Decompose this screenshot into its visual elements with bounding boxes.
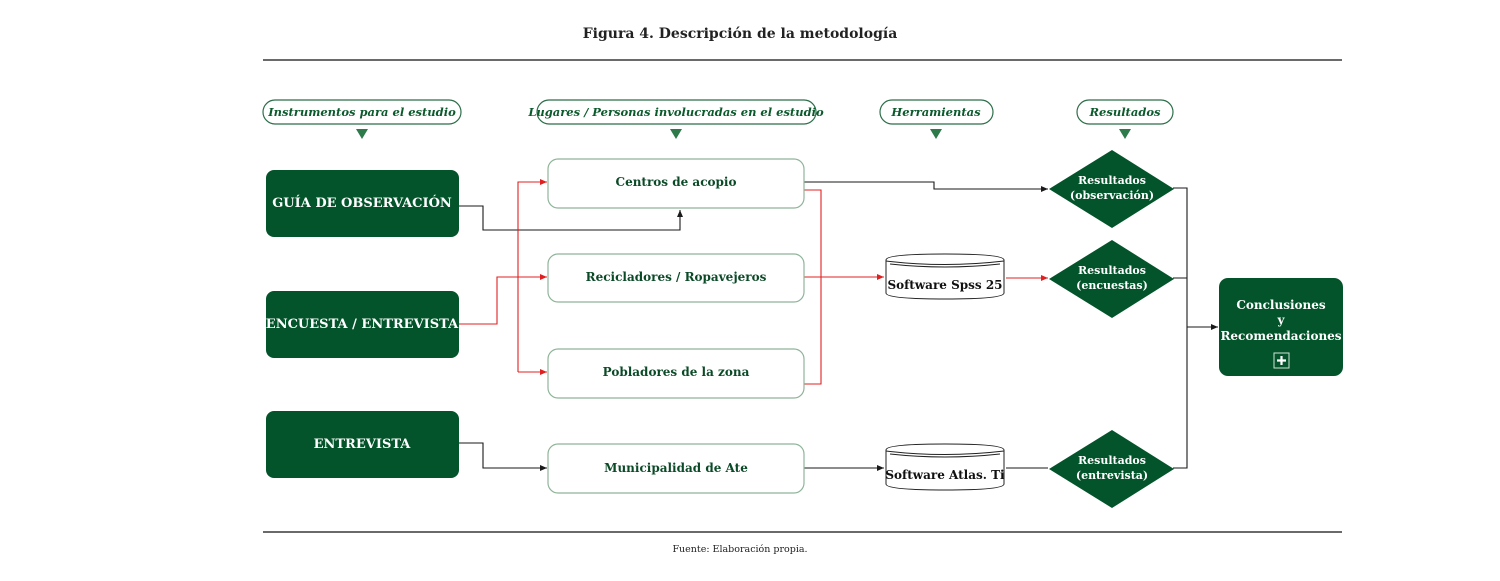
- result-enc-line2: (encuestas): [1076, 279, 1148, 292]
- result-entrevista[interactable]: Resultados (entrevista): [1049, 430, 1174, 508]
- connector-encuesta-recicladores: [459, 274, 547, 325]
- place-pobladores-label: Pobladores de la zona: [603, 365, 750, 379]
- instrument-entrevista[interactable]: ENTREVISTA: [266, 411, 459, 478]
- conclusion-box[interactable]: Conclusiones y Recomendaciones: [1219, 278, 1343, 376]
- down-triangle-icon: [1119, 129, 1131, 139]
- place-centros-acopio[interactable]: Centros de acopio: [547, 158, 805, 209]
- instrument-entrevista-label: ENTREVISTA: [314, 437, 412, 452]
- place-recicladores[interactable]: Recicladores / Ropavejeros: [547, 253, 805, 303]
- down-triangle-icon: [930, 129, 942, 139]
- instrument-encuesta-label: ENCUESTA / ENTREVISTA: [266, 317, 459, 332]
- conclusion-line1: Conclusiones: [1236, 298, 1326, 312]
- connector-centros-obs: [804, 181, 1048, 192]
- tool-atlas[interactable]: Software Atlas. Ti: [885, 443, 1005, 491]
- header-tools-label: Herramientas: [890, 105, 981, 119]
- figure-title: Figura 4. Descripción de la metodología: [583, 26, 898, 42]
- down-triangle-icon: [356, 129, 368, 139]
- database-cylinder-icon: [885, 443, 1005, 491]
- connector-encuesta-centros: [517, 179, 547, 372]
- conclusion-line3: Recomendaciones: [1220, 329, 1341, 343]
- result-observacion[interactable]: Resultados (observación): [1049, 150, 1174, 228]
- result-ent-line2: (entrevista): [1076, 469, 1148, 482]
- instrument-encuesta-entrevista[interactable]: ENCUESTA / ENTREVISTA: [266, 291, 459, 358]
- tool-atlas-label: Software Atlas. Ti: [885, 468, 1005, 482]
- instrument-guia-label: GUÍA DE OBSERVACIÓN: [272, 194, 452, 211]
- place-municipalidad-label: Municipalidad de Ate: [604, 461, 748, 475]
- conclusion-line2: y: [1277, 313, 1286, 327]
- figure-source: Fuente: Elaboración propia.: [672, 544, 807, 555]
- result-encuestas[interactable]: Resultados (encuestas): [1049, 240, 1174, 318]
- header-results-label: Resultados: [1088, 105, 1161, 119]
- connector-guia-centros: [459, 205, 683, 231]
- header-instruments: Instrumentos para el estudio: [262, 99, 462, 139]
- connector-results-bus: [1173, 187, 1188, 469]
- result-obs-line2: (observación): [1070, 189, 1154, 202]
- place-municipalidad[interactable]: Municipalidad de Ate: [547, 443, 805, 494]
- header-tools: Herramientas: [879, 99, 994, 139]
- tool-spss-label: Software Spss 25: [887, 278, 1002, 292]
- down-triangle-icon: [670, 129, 682, 139]
- header-places: Lugares / Personas involucradas en el es…: [527, 99, 824, 139]
- tool-spss[interactable]: Software Spss 25: [885, 253, 1005, 300]
- header-results: Resultados: [1076, 99, 1174, 139]
- plus-icon[interactable]: [1273, 352, 1290, 369]
- header-places-label: Lugares / Personas involucradas en el es…: [527, 105, 824, 119]
- place-centros-label: Centros de acopio: [616, 175, 737, 189]
- header-instruments-label: Instrumentos para el estudio: [267, 105, 456, 119]
- place-pobladores[interactable]: Pobladores de la zona: [547, 348, 805, 399]
- database-cylinder-icon: [885, 253, 1005, 300]
- connector-entrevista-municipalidad: [459, 442, 547, 471]
- result-enc-line1: Resultados: [1078, 264, 1146, 277]
- result-ent-line1: Resultados: [1078, 454, 1146, 467]
- result-obs-line1: Resultados: [1078, 174, 1146, 187]
- connector-places-bus: [804, 189, 822, 385]
- instrument-guia-observacion[interactable]: GUÍA DE OBSERVACIÓN: [266, 170, 459, 237]
- place-recicladores-label: Recicladores / Ropavejeros: [586, 270, 767, 284]
